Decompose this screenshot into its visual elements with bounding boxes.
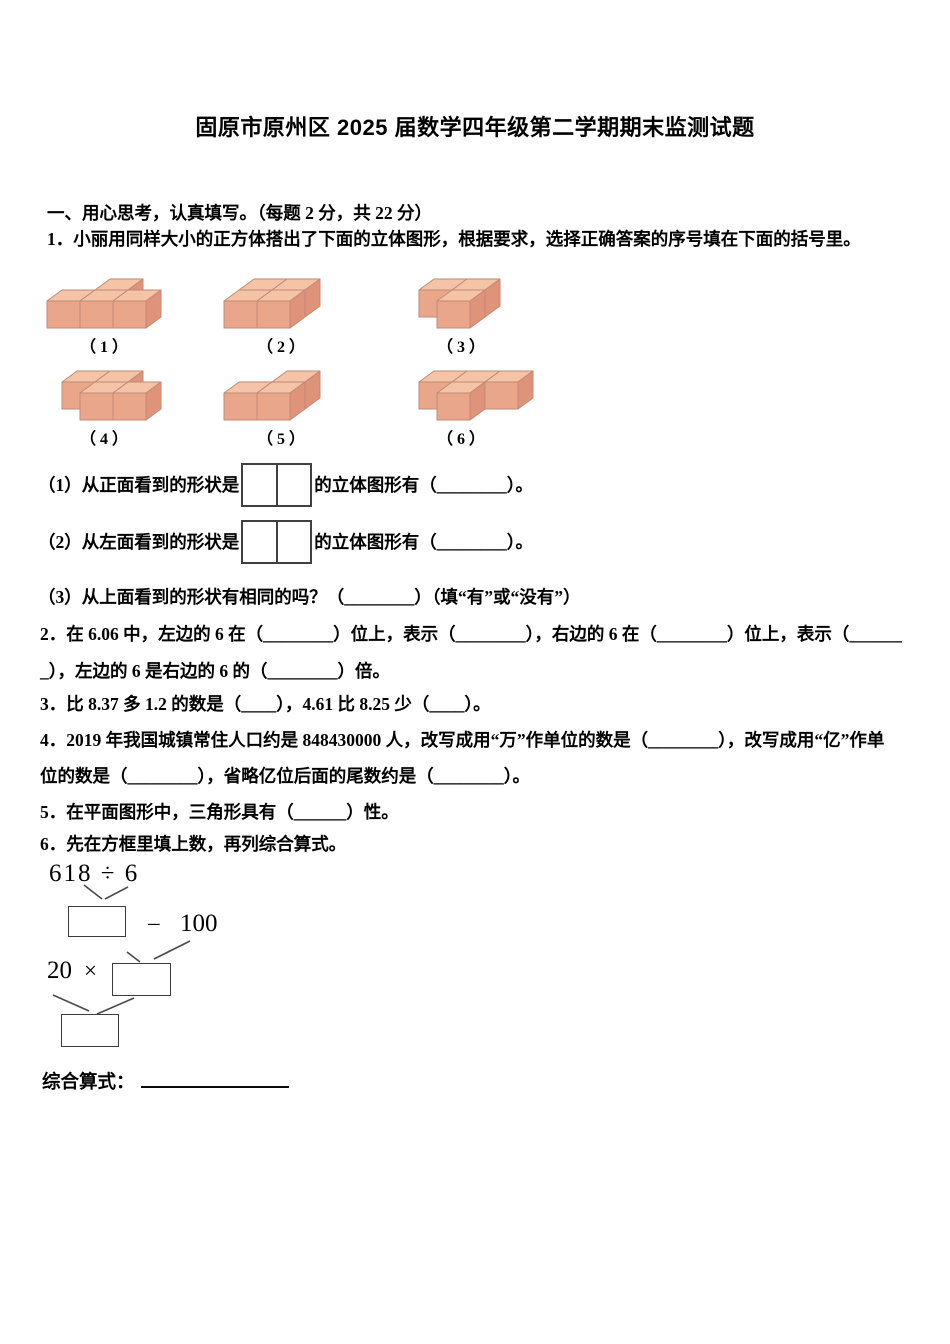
cube-figure-2-label: （2）: [256, 339, 309, 356]
left-view-shape-cell-1: [243, 522, 278, 562]
cube-figure-1-label: （1）: [79, 339, 132, 356]
cube-figure-2: （2）: [205, 256, 361, 357]
sub-1-text-before: （1）从正面看到的形状是: [38, 475, 240, 495]
cube-figure-4-drawing: [61, 370, 162, 421]
cube-figure-5: （5）: [205, 348, 361, 449]
question-1-sub-3: （3）从上面看到的形状有相同的吗？（________）（填“有”或“没有”）: [38, 587, 581, 607]
question-4-line-1: 4．2019 年我国城镇常住人口约是 848430000 人，改写成用“万”作单…: [40, 730, 885, 750]
cube-figure-4-label: （4）: [79, 431, 132, 448]
sub-2-text-after: 的立体图形有（________）。: [314, 532, 533, 552]
diagram-box-1: [68, 906, 126, 937]
cube-figure-1-drawing: [46, 278, 162, 329]
question-1-text: 1．小丽用同样大小的正方体搭出了下面的立体图形，根据要求，选择正确答案的序号填在…: [47, 229, 861, 249]
question-5-text: 5．在平面图形中，三角形具有（______）性。: [40, 802, 399, 822]
sub-1-text-after: 的立体图形有（________）。: [314, 475, 533, 495]
diagram-times-sign: ×: [84, 958, 97, 983]
diagram-box-3: [61, 1014, 119, 1047]
cube-figure-3-label: （3）: [436, 339, 489, 356]
front-view-shape-box: [241, 463, 313, 507]
diagram-box-2: [112, 963, 171, 996]
cube-figure-1: （1）: [28, 256, 184, 357]
question-3-text: 3．比 8.37 多 1.2 的数是（____），4.61 比 8.25 少（_…: [40, 694, 491, 714]
section-1-heading: 一、用心思考，认真填写。（每题 2 分，共 22 分）: [47, 203, 432, 223]
question-4-line-2: 位的数是（________），省略亿位后面的尾数约是（________）。: [40, 766, 530, 786]
cube-figure-5-drawing: [223, 370, 321, 421]
left-view-shape-cell-2: [278, 522, 311, 562]
diagram-operand-20: 20: [47, 957, 72, 984]
cube-figure-6-drawing: [418, 370, 534, 421]
sub-2-text-before: （2）从左面看到的形状是: [38, 532, 240, 552]
composite-expression-blank: [140, 1070, 289, 1088]
composite-expression-label: 综合算式：: [42, 1073, 135, 1093]
question-1-sub-2: （2）从左面看到的形状是 的立体图形有（________）。: [38, 519, 533, 565]
cube-figure-3-drawing: [418, 278, 501, 329]
diagram-minus-sign: –: [148, 910, 160, 935]
number-flow-diagram: 618 ÷ 6 – 100 20 ×: [40, 856, 350, 1061]
page-title: 固原市原州区 2025 届数学四年级第二学期期末监测试题: [195, 115, 755, 140]
cube-figure-3: （3）: [385, 256, 541, 357]
cube-figure-6-label: （6）: [436, 431, 489, 448]
cube-figure-2-drawing: [223, 278, 321, 329]
left-view-shape-box: [241, 520, 313, 564]
cube-figure-4: （4）: [28, 348, 184, 449]
question-2-line-1: 2．在 6.06 中，左边的 6 在（________）位上，表示（______…: [40, 624, 902, 644]
question-6-text: 6．先在方框里填上数，再列综合算式。: [40, 834, 347, 854]
diagram-expression: 618 ÷ 6: [49, 860, 140, 887]
cube-figure-5-label: （5）: [256, 431, 309, 448]
question-1-sub-1: （1）从正面看到的形状是 的立体图形有（________）。: [38, 462, 533, 508]
cube-figure-6: （6）: [385, 348, 541, 449]
diagram-operand-100: 100: [180, 910, 218, 937]
composite-expression-row: 综合算式：: [42, 1068, 289, 1094]
front-view-shape-cell-1: [243, 465, 278, 505]
front-view-shape-cell-2: [278, 465, 311, 505]
question-2-line-2: _），左边的 6 是右边的 6 的（________）倍。: [40, 661, 390, 681]
